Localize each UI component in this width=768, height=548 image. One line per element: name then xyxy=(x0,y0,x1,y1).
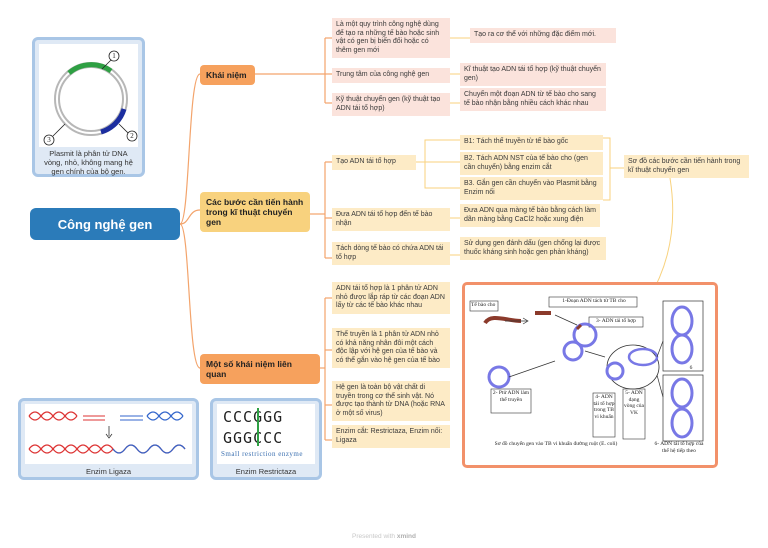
restriction-seq-bottom: GGGCCC xyxy=(223,429,284,447)
step-b2[interactable]: B2. Tách ADN NST của tế bào cho (gen cần… xyxy=(460,152,603,176)
related-enzymes[interactable]: Enzim cắt: Restrictaza, Enzim nối: Ligaz… xyxy=(332,425,450,449)
label-step5: 5- ADN dạng vòng của VK xyxy=(623,390,644,416)
plasmid-label-2: 2 xyxy=(130,132,134,140)
concept-transfer-detail[interactable]: Chuyển một đoạn ADN từ tế bào cho sang t… xyxy=(460,88,606,112)
plasmid-label-1: 1 xyxy=(112,52,116,60)
gene-transfer-figure: Tế bào cho 1-Đoạn ADN tách từ TB cho 3- … xyxy=(462,282,718,468)
step-clone[interactable]: Tách dòng tế bào có chứa ADN tái tổ hợp xyxy=(332,242,450,266)
step-deliver[interactable]: Đưa ADN tái tổ hợp đến tế bào nhận xyxy=(332,208,450,232)
label-step2: 2- Ptử ADN làm thể truyền xyxy=(492,390,530,403)
related-recombinant[interactable]: ADN tái tổ hợp là 1 phân tử ADN nhỏ được… xyxy=(332,282,450,314)
step-deliver-detail[interactable]: Đưa ADN qua màng tế bào bằng cách làm dã… xyxy=(460,204,600,228)
cut-line-icon xyxy=(257,408,259,446)
ligaza-caption: Enzim Ligaza xyxy=(85,467,132,476)
plasmid-caption: Plasmit là phân tử DNA vòng, nhỏ, không … xyxy=(44,149,133,176)
label-step6: 6- ADN tái tổ hợp của thế hệ tiếp theo xyxy=(654,441,704,454)
restriction-seq-top: CCCGGG xyxy=(223,408,284,426)
label-step4: 4- ADN tái tổ hợp trong TB vi khuẩn xyxy=(593,394,615,420)
footer: Presented with xmind xyxy=(0,533,768,540)
branch-khai-niem[interactable]: Khái niệm xyxy=(200,65,255,85)
related-genome[interactable]: Hệ gen là toàn bộ vật chất di truyền tro… xyxy=(332,381,450,422)
restrictaza-caption: Enzim Restrictaza xyxy=(235,467,297,476)
label-step3: 3- ADN tái tổ hợp xyxy=(596,318,636,324)
step-create-dna[interactable]: Tạo ADN tái tổ hợp xyxy=(332,155,416,170)
concept-transfer[interactable]: Kỹ thuật chuyển gen (kỹ thuật tạo ADN tá… xyxy=(332,93,450,117)
concept-center-detail[interactable]: Kĩ thuật tạo ADN tái tổ hợp (kỹ thuật ch… xyxy=(460,63,606,87)
label-step1: 1-Đoạn ADN tách từ TB cho xyxy=(562,298,626,304)
footer-brand: xmind xyxy=(396,533,416,540)
branch-steps[interactable]: Các bước cần tiến hành trong kĩ thuật ch… xyxy=(200,192,310,232)
concept-definition-detail[interactable]: Tạo ra cơ thể với những đặc điểm mới. xyxy=(470,28,616,43)
figure-caption: Sơ đồ chuyển gen vào TB vi khuẩn đường r… xyxy=(494,441,618,447)
root-topic[interactable]: Công nghệ gen xyxy=(30,208,180,240)
related-vector[interactable]: Thể truyền là 1 phân tử ADN nhỏ có khả n… xyxy=(332,328,450,369)
restrictaza-image: CCCGGG GGGCCC Small restriction enzyme xyxy=(217,404,315,464)
plasmid-card: 1 2 3 Plasmit là phân tử DNA vòng, nhỏ, … xyxy=(32,37,145,177)
gene-transfer-illustration xyxy=(469,296,704,442)
restriction-sub: Small restriction enzyme xyxy=(221,450,303,458)
plasmid-image: 1 2 3 xyxy=(39,44,138,147)
plasmid-icon xyxy=(43,50,138,146)
ligaza-image xyxy=(25,404,192,464)
plasmid-label-3: 3 xyxy=(47,136,51,144)
ligaza-card: Enzim Ligaza xyxy=(18,398,199,480)
restrictaza-card: CCCGGG GGGCCC Small restriction enzyme E… xyxy=(210,398,322,480)
concept-definition[interactable]: Là một quy trình công nghệ dùng để tạo r… xyxy=(332,18,450,59)
concept-center[interactable]: Trung tâm của công nghệ gen xyxy=(332,68,450,83)
dna-ligation-icon xyxy=(28,411,186,454)
step-b1[interactable]: B1: Tách thể truyền từ tế bào gốc xyxy=(460,135,603,150)
steps-summary[interactable]: Sơ đồ các bước cần tiến hành trong kĩ th… xyxy=(624,155,749,179)
branch-related[interactable]: Một số khái niệm liên quan xyxy=(200,354,320,384)
label-te-bao-cho: Tế bào cho xyxy=(471,302,496,308)
step-clone-detail[interactable]: Sử dụng gen đánh dấu (gen chống lại được… xyxy=(460,237,606,261)
step-b3[interactable]: B3. Gắn gen cần chuyển vào Plasmit bằng … xyxy=(460,177,603,201)
footer-prefix: Presented with xyxy=(352,533,396,540)
label-six: 6 xyxy=(689,365,693,371)
